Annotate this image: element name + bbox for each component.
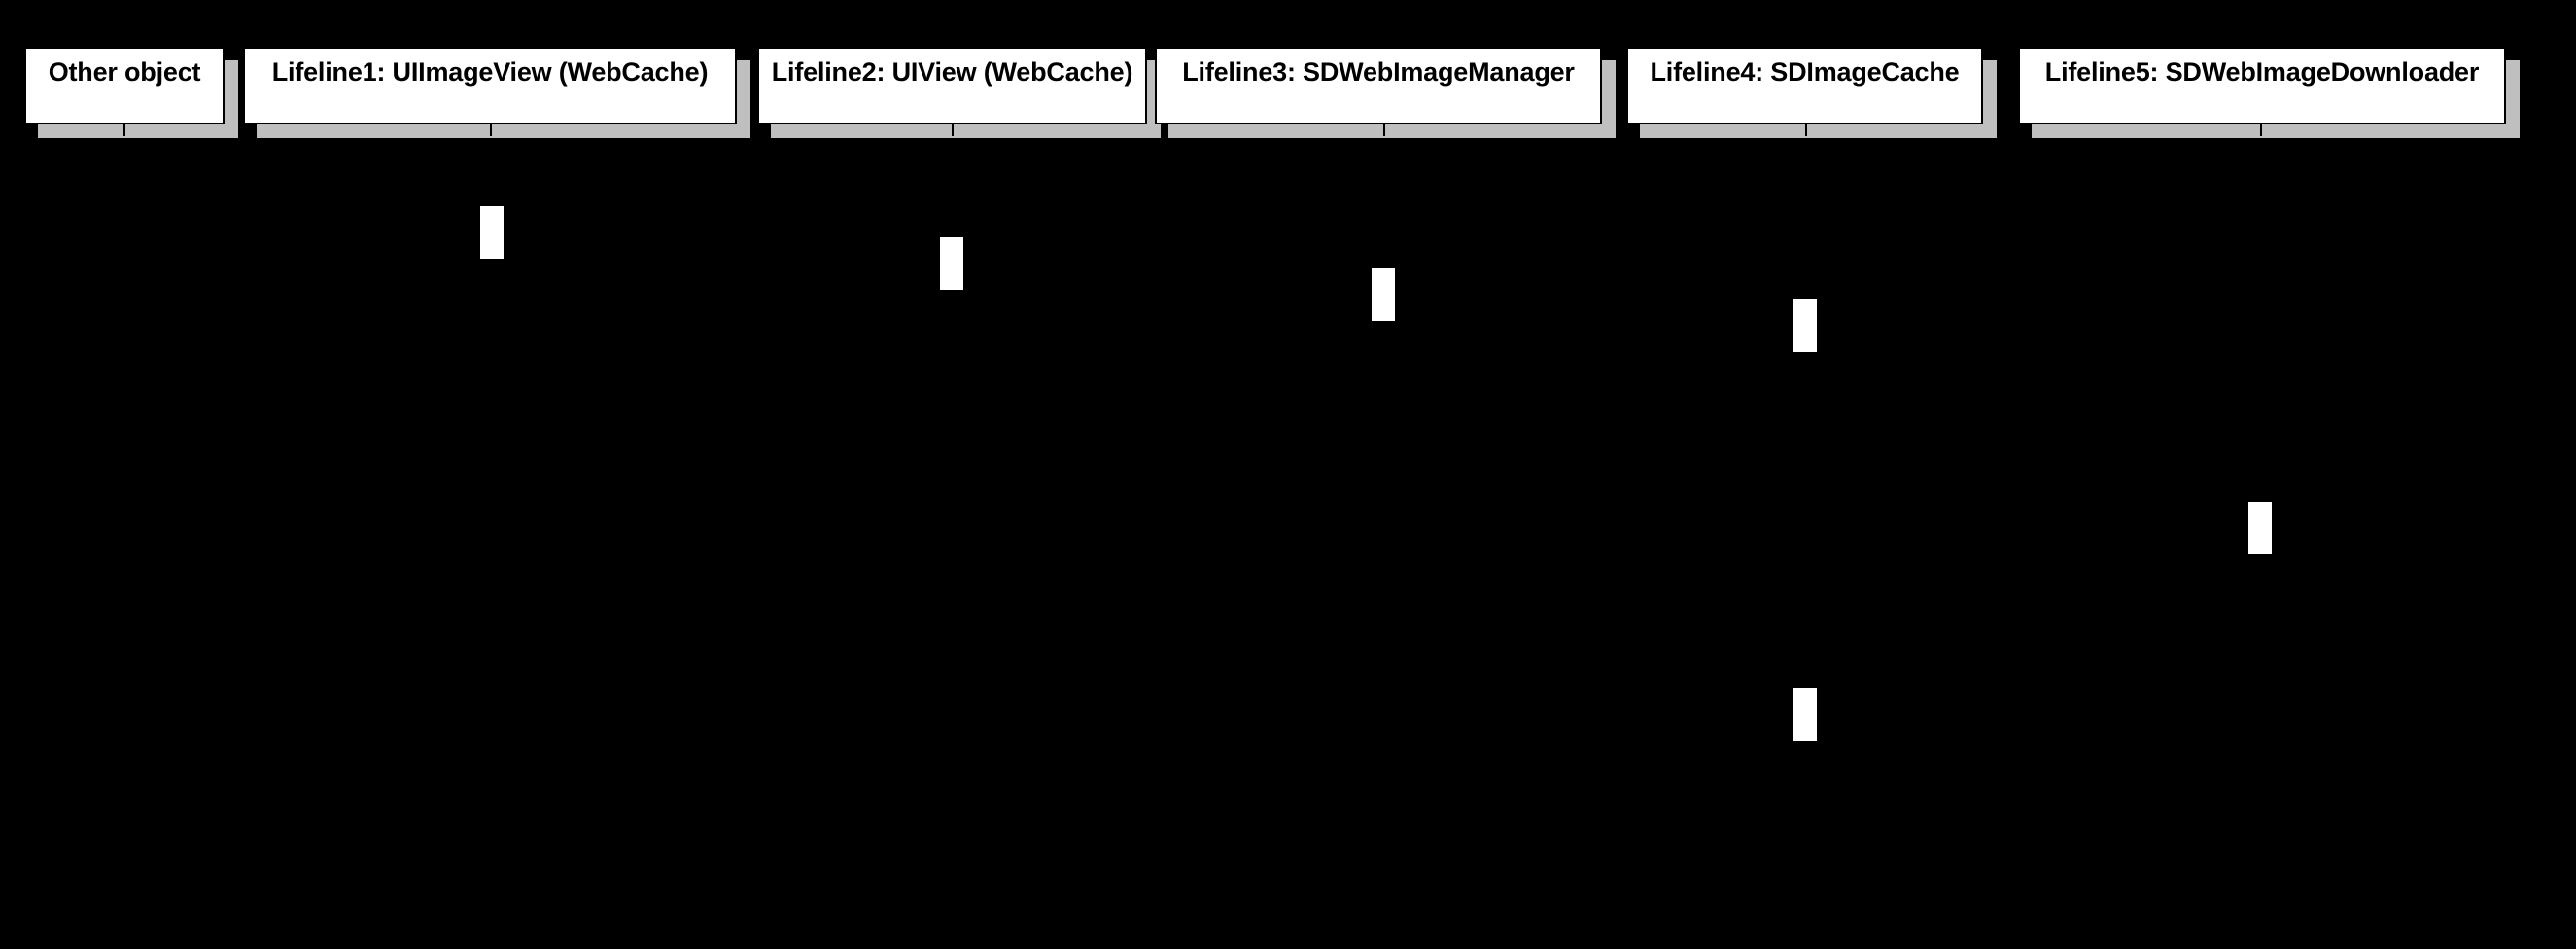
activation-bar-lifeline4[interactable] [1793, 299, 1817, 352]
lifeline-title: Lifeline1: UIImageView (WebCache) [271, 57, 709, 87]
lifeline-foot-bar [38, 124, 238, 138]
lifeline-foot-bar [1640, 124, 1997, 138]
lifeline-title: Lifeline3: SDWebImageManager [1182, 57, 1575, 87]
lifeline-foot-bar [257, 124, 750, 138]
lifeline-title: Lifeline4: SDImageCache [1650, 57, 1960, 87]
lifeline-header-lifeline5[interactable]: Lifeline5: SDWebImageDownloader [2018, 47, 2506, 124]
activation-bar-lifeline1[interactable] [480, 206, 504, 259]
lifeline-title: Other object [48, 57, 201, 87]
activation-bar-lifeline3[interactable] [1372, 268, 1395, 321]
lifeline-title: Lifeline5: SDWebImageDownloader [2044, 57, 2480, 87]
lifeline-header-lifeline4[interactable]: Lifeline4: SDImageCache [1626, 47, 1983, 124]
activation-bar-lifeline5[interactable] [2248, 502, 2272, 554]
lifeline-header-lifeline2[interactable]: Lifeline2: UIView (WebCache) [757, 47, 1147, 124]
lifeline-origin-tick [952, 124, 954, 136]
activation-bar-lifeline2[interactable] [940, 237, 963, 290]
lifeline-origin-tick [2260, 124, 2262, 136]
lifeline-origin-tick [123, 124, 125, 136]
lifeline-origin-tick [1805, 124, 1807, 136]
activation-bar-lifeline4[interactable] [1793, 688, 1817, 741]
lifeline-title: Lifeline2: UIView (WebCache) [771, 57, 1133, 87]
lifeline-header-lifeline3[interactable]: Lifeline3: SDWebImageManager [1155, 47, 1602, 124]
lifeline-origin-tick [490, 124, 492, 136]
lifeline-header-other[interactable]: Other object [24, 47, 225, 124]
lifeline-header-lifeline1[interactable]: Lifeline1: UIImageView (WebCache) [243, 47, 737, 124]
lifeline-foot-bar [1168, 124, 1616, 138]
lifeline-origin-tick [1383, 124, 1385, 136]
lifeline-foot-bar [2032, 124, 2520, 138]
lifeline-foot-bar [771, 124, 1161, 138]
